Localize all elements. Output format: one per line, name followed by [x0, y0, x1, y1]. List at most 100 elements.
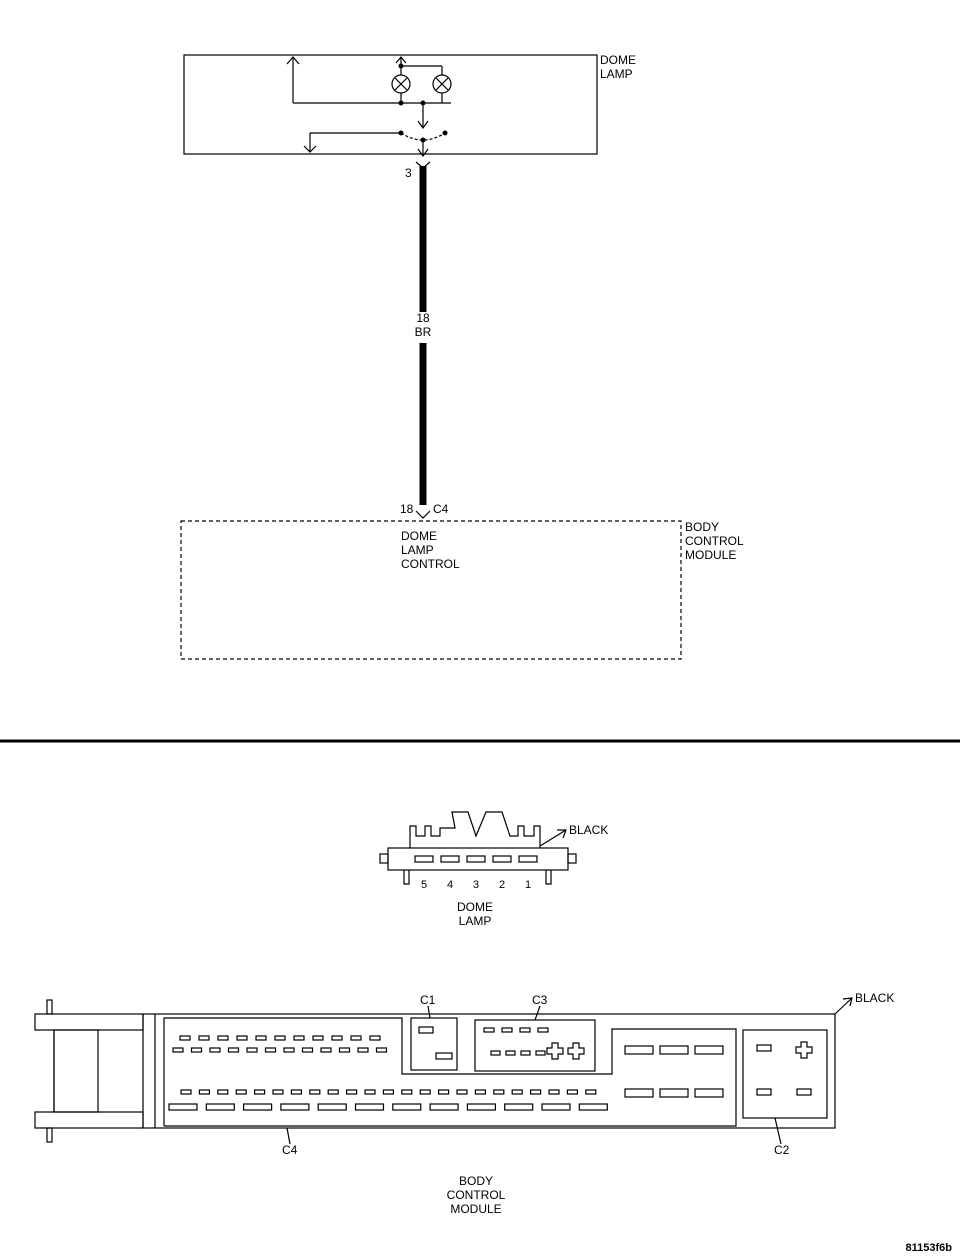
- dome-lamp-connector-face: [379, 811, 577, 885]
- connector-cavity: [346, 1089, 358, 1095]
- connector-cavity: [548, 1089, 560, 1095]
- connector-cavity: [243, 1103, 273, 1111]
- dome-connector-name-2: LAMP: [459, 914, 492, 928]
- connector-cavity: [264, 1047, 277, 1053]
- connector-cavity: [357, 1047, 369, 1053]
- connector-cavity: [456, 1089, 468, 1095]
- connector-cavity: [659, 1045, 689, 1055]
- bcm-cavity-group: [168, 1027, 724, 1111]
- connector-chevron-icon: [415, 510, 431, 519]
- connector-cavity: [227, 1047, 240, 1053]
- connector-cavity: [375, 1047, 388, 1053]
- connector-cavity: [529, 1089, 542, 1095]
- bcm-c2-label: C2: [774, 1143, 790, 1157]
- dome-lamp-pin: 3: [405, 166, 412, 180]
- connector-cavity: [236, 1035, 248, 1041]
- connector-cavity: [624, 1088, 654, 1098]
- connector-cavity: [198, 1089, 210, 1095]
- connector-cavity: [338, 1047, 351, 1053]
- connector-cavity: [511, 1089, 523, 1095]
- dome-connector-pin-4: 4: [447, 879, 453, 891]
- connector-cavity: [501, 1027, 513, 1033]
- connector-cavity: [364, 1089, 376, 1095]
- connector-cavity: [541, 1103, 571, 1111]
- connector-cavity: [624, 1045, 654, 1055]
- dome-connector-color: BLACK: [569, 823, 608, 837]
- connector-cavity: [255, 1035, 267, 1041]
- dome-connector-pin-3: 3: [473, 879, 479, 891]
- connector-cavity: [505, 1050, 516, 1056]
- bcm-label-3: MODULE: [685, 548, 736, 562]
- dome-lamp-label-2: LAMP: [600, 67, 633, 81]
- connector-cavity: [168, 1103, 198, 1111]
- connector-cavity: [438, 1089, 450, 1095]
- connector-cavity: [694, 1045, 724, 1055]
- wire-gauge: 18: [416, 311, 430, 325]
- figure-id: 81153f6b: [906, 1242, 953, 1254]
- bcm-c4-label: C4: [282, 1143, 298, 1157]
- connector-cavity: [535, 1050, 546, 1056]
- connector-cavity: [217, 1089, 229, 1095]
- bcm-pin: 18: [400, 502, 414, 516]
- connector-cavity: [254, 1089, 266, 1095]
- connector-cavity: [205, 1103, 235, 1111]
- dome-connector-pin-5: 5: [421, 879, 427, 891]
- connector-cavity: [198, 1035, 210, 1041]
- connector-cavity: [293, 1035, 305, 1041]
- connector-cavity: [350, 1035, 362, 1041]
- keyed-cavity-icon: [546, 1042, 564, 1060]
- connector-cavity: [483, 1027, 495, 1033]
- connector-cavity: [280, 1103, 310, 1111]
- bcm-name-3: MODULE: [450, 1202, 501, 1216]
- connector-cavity: [694, 1088, 724, 1098]
- connector-cavity: [312, 1035, 324, 1041]
- connector-cavity: [566, 1089, 579, 1095]
- connector-cavity: [659, 1088, 689, 1098]
- connector-cavity: [493, 1089, 505, 1095]
- bcm-c1-label: C1: [420, 993, 436, 1007]
- bcm-connector-face: [34, 997, 853, 1145]
- connector-cavity: [519, 1027, 531, 1033]
- bcm-name-1: BODY: [459, 1174, 493, 1188]
- connector-cavity: [309, 1089, 321, 1095]
- bcm-label-1: BODY: [685, 520, 719, 534]
- connector-cavity: [274, 1035, 286, 1041]
- connector-cavity: [466, 1103, 496, 1111]
- bcm-circuit-label-2: LAMP: [401, 543, 434, 557]
- connector-cavity: [172, 1047, 184, 1053]
- connector-cavity: [419, 1089, 431, 1095]
- bcm-box: [180, 520, 682, 660]
- connector-cavity: [331, 1035, 343, 1041]
- bcm-name-2: CONTROL: [447, 1188, 506, 1202]
- connector-cavity: [354, 1103, 385, 1111]
- connector-cavity: [382, 1089, 394, 1095]
- connector-cavity: [429, 1103, 459, 1111]
- bcm-label-2: CONTROL: [685, 534, 744, 548]
- connector-cavity: [209, 1047, 221, 1053]
- connector-cavity: [585, 1089, 597, 1095]
- connector-cavity: [320, 1047, 332, 1053]
- connector-cavity: [180, 1089, 192, 1095]
- connector-cavity: [317, 1103, 347, 1111]
- bcm-circuit-label-1: DOME: [401, 529, 437, 543]
- bcm-connector: C4: [433, 502, 449, 516]
- connector-cavity: [474, 1089, 486, 1095]
- connector-cavity: [283, 1047, 295, 1053]
- connector-cavity: [179, 1035, 191, 1041]
- dome-connector-pin-1: 1: [525, 879, 531, 891]
- bcm-circuit-label-3: CONTROL: [401, 557, 460, 571]
- dome-connector-pin-2: 2: [499, 879, 505, 891]
- connector-cavity: [327, 1089, 339, 1095]
- connector-cavity: [217, 1035, 229, 1041]
- connector-cavity: [290, 1089, 302, 1095]
- keyed-cavity-icon: [567, 1042, 585, 1060]
- connector-cavity: [504, 1103, 534, 1111]
- dome-connector-name-1: DOME: [457, 900, 493, 914]
- connector-cavity: [369, 1035, 381, 1041]
- bcm-c3-label: C3: [532, 993, 548, 1007]
- connector-cavity: [190, 1047, 203, 1053]
- connector-cavity: [401, 1089, 413, 1095]
- connector-cavity: [578, 1103, 608, 1111]
- connector-cavity: [392, 1103, 422, 1111]
